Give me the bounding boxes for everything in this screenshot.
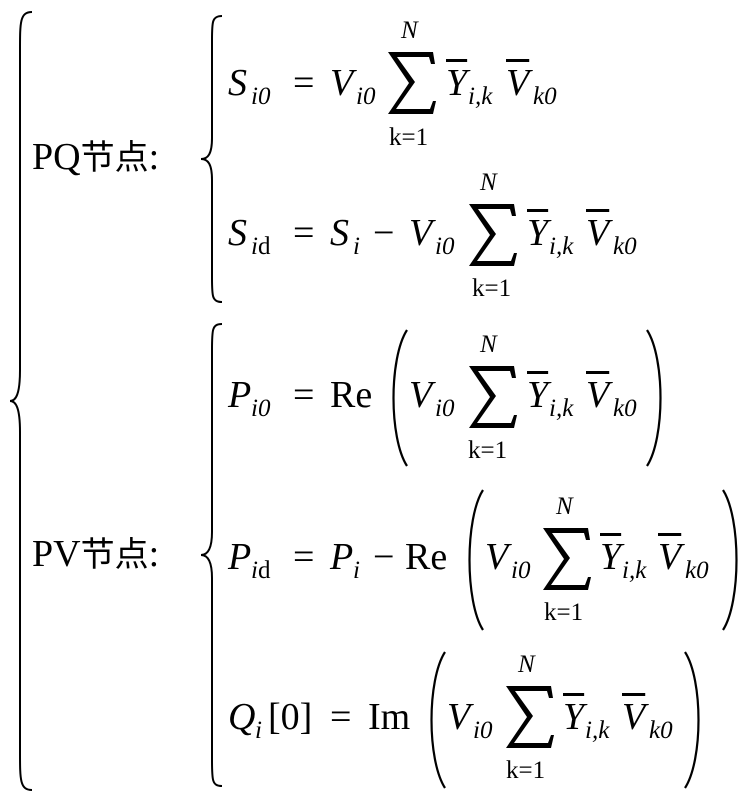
eq3-right-paren: [646, 329, 662, 467]
pv-node-label: PV节点:: [32, 535, 159, 573]
eq5-summation-sign: [506, 686, 554, 748]
eq5-voltage-term: V: [447, 696, 471, 738]
eq3-summation-sign: [469, 366, 517, 428]
eq4-admittance-subscript: i,k: [622, 557, 647, 584]
eq2-admittance-term: Y: [527, 212, 549, 254]
eq4-voltage-subscript: i0: [511, 557, 531, 584]
eq2-conj-voltage-term: V: [586, 212, 610, 254]
eq3-real-part-op: Re: [330, 374, 373, 416]
eq3-admittance-term: Y: [527, 374, 549, 416]
eq4-minus-sign: −: [373, 536, 395, 578]
eq3-sum-lower-limit: k=1: [468, 437, 508, 464]
eq5-lhs-index: [0]: [268, 696, 313, 738]
eq4-sum-lower-limit: k=1: [544, 599, 584, 626]
pv-label-latin: PV: [32, 533, 81, 575]
eq5-right-paren: [684, 651, 700, 789]
eq4-summation-sign: [543, 528, 591, 590]
eq2-equals-sign: =: [293, 212, 315, 254]
eq2-lhs-sub-i: i: [251, 233, 258, 260]
eq3-conj-voltage-subscript: k0: [613, 395, 637, 422]
eq5-conj-voltage-term: V: [622, 696, 646, 738]
eq2-lhs-sub-d: d: [257, 233, 271, 260]
eq1-sum-lower-limit: k=1: [389, 124, 429, 151]
eq2-conj-voltage-subscript: k0: [613, 233, 637, 260]
eq1-conj-voltage-term: V: [506, 62, 530, 104]
eq2-sum-lower-limit: k=1: [472, 275, 512, 302]
eq2-specified-power: S: [330, 212, 349, 254]
eq4-sum-upper-limit: N: [556, 493, 573, 520]
eq5-admittance-term: Y: [563, 696, 585, 738]
eq5-voltage-subscript: i0: [473, 717, 493, 744]
eq2-sum-upper-limit: N: [480, 169, 497, 196]
pq-group-brace: [200, 15, 223, 303]
eq4-voltage-term: V: [485, 536, 509, 578]
eq1-lhs-subscript: i0: [251, 83, 271, 110]
pq-node-label: PQ节点:: [32, 138, 159, 176]
eq4-lhs-sub-d: d: [257, 557, 271, 584]
pq-label-latin: PQ: [32, 136, 81, 178]
eq1-equals-sign: =: [293, 62, 315, 104]
eq5-admittance-subscript: i,k: [585, 717, 610, 744]
eq3-sum-upper-limit: N: [480, 331, 497, 358]
eq2-specified-power-subscript: i: [353, 233, 360, 260]
eq2-voltage-subscript: i0: [435, 233, 455, 260]
outer-left-brace: [9, 11, 33, 791]
eq2-lhs-symbol: S: [228, 212, 247, 254]
eq1-voltage-term: V: [330, 62, 354, 104]
eq1-admittance-term: Y: [446, 62, 468, 104]
eq3-admittance-subscript: i,k: [549, 395, 574, 422]
eq4-admittance-term: Y: [600, 536, 622, 578]
eq2-voltage-term: V: [409, 212, 433, 254]
eq4-lhs-subscript: id: [251, 558, 270, 583]
eq2-minus-sign: −: [373, 212, 395, 254]
eq1-sum-upper-limit: N: [401, 17, 418, 44]
eq5-sum-upper-limit: N: [518, 651, 535, 678]
eq4-lhs-symbol: P: [228, 536, 252, 578]
eq1-summation-sign: [388, 52, 436, 114]
eq4-real-part-op: Re: [405, 536, 448, 578]
eq4-lhs-sub-i: i: [251, 557, 258, 584]
eq3-left-paren: [392, 329, 408, 467]
eq5-sum-lower-limit: k=1: [506, 757, 546, 784]
pv-label-colon: :: [148, 533, 160, 575]
eq5-imag-part-op: Im: [368, 696, 411, 738]
eq1-admittance-subscript: i,k: [468, 83, 493, 110]
eq4-equals-sign: =: [293, 536, 315, 578]
eq5-lhs-subscript: i: [255, 717, 262, 744]
eq5-left-paren: [430, 651, 446, 789]
pv-group-brace: [200, 323, 223, 787]
eq2-admittance-subscript: i,k: [549, 233, 574, 260]
pq-label-chinese: 节点: [80, 138, 149, 178]
eq2-lhs-subscript: id: [251, 234, 270, 259]
eq4-left-paren: [468, 489, 484, 631]
eq3-voltage-term: V: [409, 374, 433, 416]
eq3-conj-voltage-term: V: [586, 374, 610, 416]
eq5-equals-sign: =: [330, 696, 352, 738]
eq1-voltage-subscript: i0: [356, 83, 376, 110]
eq1-lhs-symbol: S: [228, 62, 247, 104]
eq4-conj-voltage-subscript: k0: [685, 557, 709, 584]
eq3-lhs-subscript: i0: [251, 395, 271, 422]
eq3-voltage-subscript: i0: [435, 395, 455, 422]
eq1-conj-voltage-subscript: k0: [533, 83, 557, 110]
eq4-specified-power-subscript: i: [353, 557, 360, 584]
eq3-equals-sign: =: [293, 374, 315, 416]
eq4-conj-voltage-term: V: [658, 536, 682, 578]
eq4-specified-power: P: [330, 536, 354, 578]
eq5-lhs-symbol: Q: [228, 696, 256, 738]
pq-label-colon: :: [148, 136, 160, 178]
eq2-summation-sign: [469, 204, 517, 266]
eq5-conj-voltage-subscript: k0: [649, 717, 673, 744]
eq3-lhs-symbol: P: [228, 374, 252, 416]
eq4-right-paren: [722, 489, 738, 631]
pv-label-chinese: 节点: [80, 535, 149, 575]
